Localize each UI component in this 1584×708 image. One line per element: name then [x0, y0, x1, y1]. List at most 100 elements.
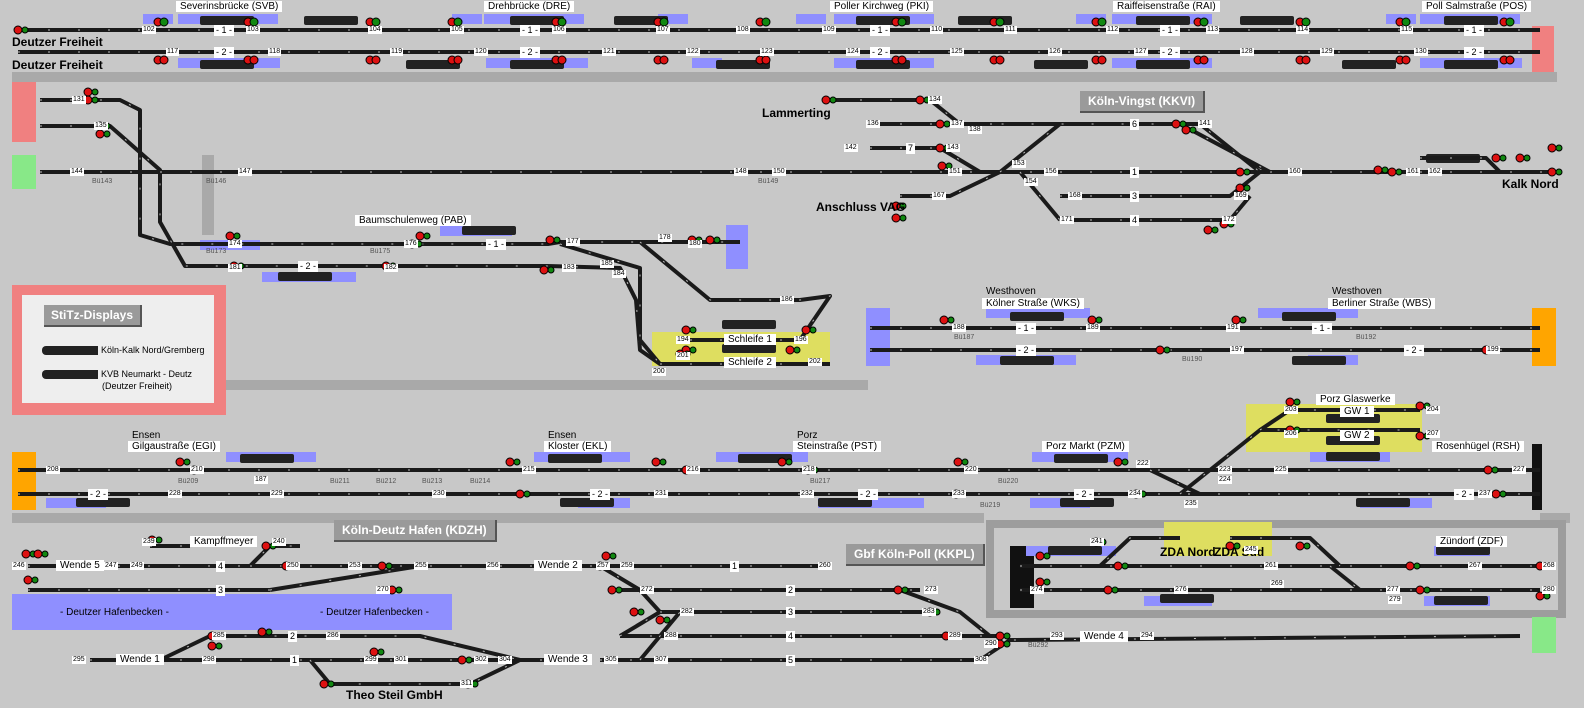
signal-number-label: 115	[1400, 26, 1414, 34]
track-number-label: - 1 -	[214, 25, 235, 36]
signal-number-label: 147	[238, 168, 252, 176]
signal-number-label: 272	[640, 586, 654, 594]
signal-number-label: 189	[1086, 324, 1100, 332]
signal-number-label: 201	[676, 352, 690, 360]
signal-lamp	[1515, 153, 1525, 163]
signal-lamp	[761, 55, 771, 65]
track-number-label: 4	[216, 561, 226, 572]
signal-lamp	[915, 95, 925, 105]
station-label-deutzer-hafenbecken-2: - Deutzer Hafenbecken -	[320, 607, 429, 618]
signal-lamp	[513, 458, 521, 466]
signal-number-label: 162	[1428, 168, 1442, 176]
track-number-label: - 2 -	[298, 261, 319, 272]
track-number-label: 3	[786, 607, 796, 618]
signal-number-label: 181	[228, 264, 242, 272]
signal-number-label: 185	[600, 260, 614, 268]
stitz-display	[1048, 546, 1102, 555]
area-title-koeln-vingst[interactable]: Köln-Vingst (KKVI)	[1080, 91, 1206, 113]
signal-lamp	[1243, 184, 1251, 192]
area-title-koeln-deutz-hafen[interactable]: Köln-Deutz Hafen (KDZH)	[334, 520, 497, 542]
signal-number-label: 253	[348, 562, 362, 570]
stitz-display	[1356, 498, 1410, 507]
signal-number-label: 148	[734, 168, 748, 176]
platform	[658, 14, 688, 24]
signal-lamp	[423, 232, 431, 240]
area-title-gbf-koeln-poll[interactable]: Gbf Köln-Poll (KKPL)	[846, 544, 985, 566]
stitz-display	[1436, 546, 1490, 555]
platform	[1076, 14, 1106, 24]
signal-lamp	[1235, 167, 1245, 177]
stitz-display	[548, 454, 602, 463]
signal-number-label: 183	[562, 264, 576, 272]
signal-lamp	[249, 17, 259, 27]
signal-lamp	[1387, 167, 1397, 177]
signal-lamp	[553, 236, 561, 244]
stitz-display	[1282, 312, 1336, 321]
station-label-poller-kirchweg: Poller Kirchweg (PKI)	[830, 1, 934, 12]
signal-lamp	[1415, 431, 1425, 441]
signal-number-label: 232	[800, 490, 814, 498]
signal-lamp	[801, 325, 811, 335]
signal-lamp	[265, 628, 273, 636]
wende-4-label: Wende 4	[1080, 631, 1128, 642]
level-crossing-label: Bü220	[998, 478, 1019, 485]
station-label-ensen-2: Ensen	[548, 430, 577, 441]
signal-number-label: 121	[602, 48, 616, 56]
signal-number-label: 104	[368, 26, 382, 34]
signal-number-label: 255	[414, 562, 428, 570]
signal-lamp	[1547, 143, 1557, 153]
signal-number-label: 270	[376, 586, 390, 594]
signal-number-label: 136	[866, 120, 880, 128]
stitz-display	[1342, 60, 1396, 69]
signal-number-label: 222	[1136, 460, 1150, 468]
signal-lamp	[1199, 17, 1209, 27]
legend-row-label: KVB Neumarkt - Deutz	[101, 369, 193, 379]
signal-lamp	[1395, 168, 1403, 176]
signal-lamp	[953, 457, 963, 467]
station-label-drehbruecke: Drehbrücke (DRE)	[484, 1, 575, 12]
platform	[692, 58, 722, 68]
signal-lamp	[995, 55, 1005, 65]
signal-number-label: 220	[964, 466, 978, 474]
signal-lamp	[1483, 465, 1493, 475]
signal-lamp	[629, 607, 639, 617]
station-label-deutzer-hafenbecken-1: - Deutzer Hafenbecken -	[60, 607, 169, 618]
signal-number-label: 135	[94, 122, 108, 130]
signal-lamp	[1401, 17, 1411, 27]
signal-number-label: 210	[190, 466, 204, 474]
signal-number-label: 289	[948, 632, 962, 640]
signal-lamp	[465, 656, 473, 664]
signal-lamp	[899, 202, 907, 210]
signal-lamp	[1121, 562, 1129, 570]
station-label-gw2: GW 2	[1340, 430, 1374, 441]
track-number-label: - 1 -	[870, 25, 891, 36]
signal-number-label: 125	[950, 48, 964, 56]
level-crossing-label: Bü175	[370, 248, 391, 255]
track-3	[1060, 170, 1262, 198]
signal-lamp	[899, 214, 907, 222]
signal-lamp	[83, 87, 93, 97]
signal-lamp	[1413, 562, 1421, 570]
signal-number-label: 204	[1426, 406, 1440, 414]
station-label-deutzer-freiheit-1: Deutzer Freiheit	[12, 35, 103, 49]
signal-lamp	[897, 17, 907, 27]
boundary-red	[12, 82, 36, 142]
platform-block	[866, 308, 890, 366]
stitz-display	[76, 498, 130, 507]
signal-number-label: 235	[1184, 500, 1198, 508]
signal-lamp	[893, 585, 903, 595]
station-label-kalk-nord: Kalk Nord	[1502, 177, 1559, 191]
track-number-label: - 2 -	[1404, 345, 1425, 356]
signal-number-label: 197	[1230, 346, 1244, 354]
divider-bar	[12, 72, 1557, 82]
signal-number-label: 103	[246, 26, 260, 34]
signal-lamp	[961, 458, 969, 466]
display-icon	[42, 370, 98, 380]
signal-lamp	[41, 550, 49, 558]
signal-lamp	[505, 457, 515, 467]
track-diag	[269, 564, 421, 592]
signal-number-label: 295	[72, 656, 86, 664]
track-number-label: - 1 -	[1312, 323, 1333, 334]
track-number-label: - 1 -	[520, 25, 541, 36]
signal-lamp	[1211, 226, 1219, 234]
